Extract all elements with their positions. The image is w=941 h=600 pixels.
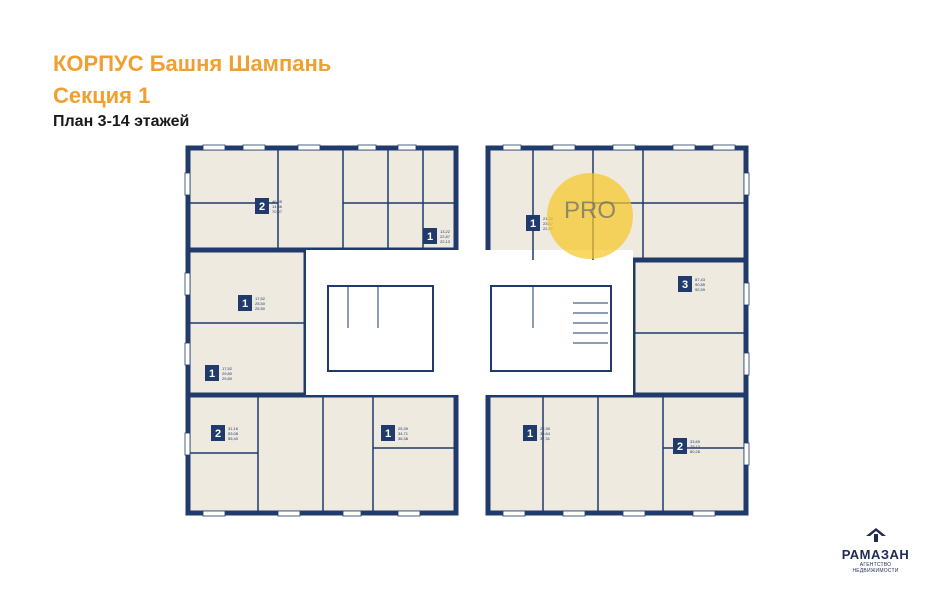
area-value: 22,30	[540, 426, 551, 431]
logo-roof-icon	[865, 528, 886, 542]
area-value: 22,13	[440, 239, 451, 244]
rooms-count: 1	[530, 218, 536, 230]
apt-bottom-left: 2 31,16 53,08 55,40	[211, 425, 239, 441]
area-value: 53,08	[228, 431, 239, 436]
area-value: 87,43	[695, 277, 706, 282]
apt-bottom-center-right: 1 22,30 35,64 37,31	[523, 425, 551, 441]
apt-top-left: 2 46,05 14,86 70,07	[255, 198, 283, 214]
area-value: 33,69	[690, 439, 701, 444]
pro-watermark: PRO	[547, 173, 633, 259]
area-value: 14,86	[272, 204, 283, 209]
rooms-count: 1	[427, 231, 433, 243]
rooms-count: 1	[209, 368, 215, 380]
area-value: 80,28	[690, 449, 701, 454]
area-value: 90,85	[695, 282, 706, 287]
area-value: 13,22	[440, 229, 451, 234]
area-value: 36,38	[398, 436, 409, 441]
apt-left-upper: 1 17,52 25,50 25,50	[238, 295, 266, 311]
area-value: 17,52	[255, 296, 266, 301]
area-value: 35,64	[540, 431, 551, 436]
rooms-count: 1	[242, 298, 248, 310]
rooms-count: 2	[259, 201, 265, 213]
plan-subtitle: План 3-14 этажей	[53, 113, 190, 130]
apt-top-center-left: 1 13,22 22,87 22,13	[423, 228, 451, 244]
apt-bottom-right: 2 33,69 79,13 80,28	[673, 438, 701, 454]
floor-plan: 2 46,05 14,86 70,07 1 13,22 22,87 22,13 …	[184, 144, 750, 517]
area-value: 92,59	[695, 287, 706, 292]
apt-bottom-center-left: 1 25,39 34,71 36,38	[381, 425, 409, 441]
area-value: 34,71	[398, 431, 409, 436]
area-value: 79,13	[690, 444, 701, 449]
building-title: КОРПУС Башня Шампань	[53, 51, 332, 76]
area-value: 25,50	[255, 306, 266, 311]
area-value: 31,16	[228, 426, 239, 431]
area-value: 25,39	[398, 426, 409, 431]
area-value: 70,07	[272, 209, 283, 214]
title-block: КОРПУС Башня Шампань Секция 1 План 3-14 …	[53, 50, 331, 132]
agency-logo: РАМАЗАН АГЕНТСТВО НЕДВИЖИМОСТИ	[838, 528, 913, 574]
area-value: 46,05	[272, 199, 283, 204]
area-value: 37,31	[540, 436, 551, 441]
area-value: 29,80	[222, 376, 233, 381]
area-value: 22,87	[440, 234, 451, 239]
rooms-count: 3	[682, 279, 688, 291]
apt-right-upper: 3 87,43 90,85 92,59	[678, 276, 706, 292]
windows	[184, 144, 750, 517]
rooms-count: 2	[677, 441, 683, 453]
pro-watermark-text: PRO	[563, 197, 616, 224]
area-value: 29,80	[222, 371, 233, 376]
logo-subtitle: АГЕНТСТВО НЕДВИЖИМОСТИ	[852, 562, 899, 574]
section-title: Секция 1	[53, 83, 151, 108]
area-value: 17,52	[222, 366, 233, 371]
rooms-count: 2	[215, 428, 221, 440]
apt-left-lower: 1 17,52 29,80 29,80	[205, 365, 233, 381]
rooms-count: 1	[385, 428, 391, 440]
logo-name: РАМАЗАН	[841, 547, 910, 562]
area-value: 25,50	[255, 301, 266, 306]
area-value: 55,40	[228, 436, 239, 441]
rooms-count: 1	[527, 428, 533, 440]
